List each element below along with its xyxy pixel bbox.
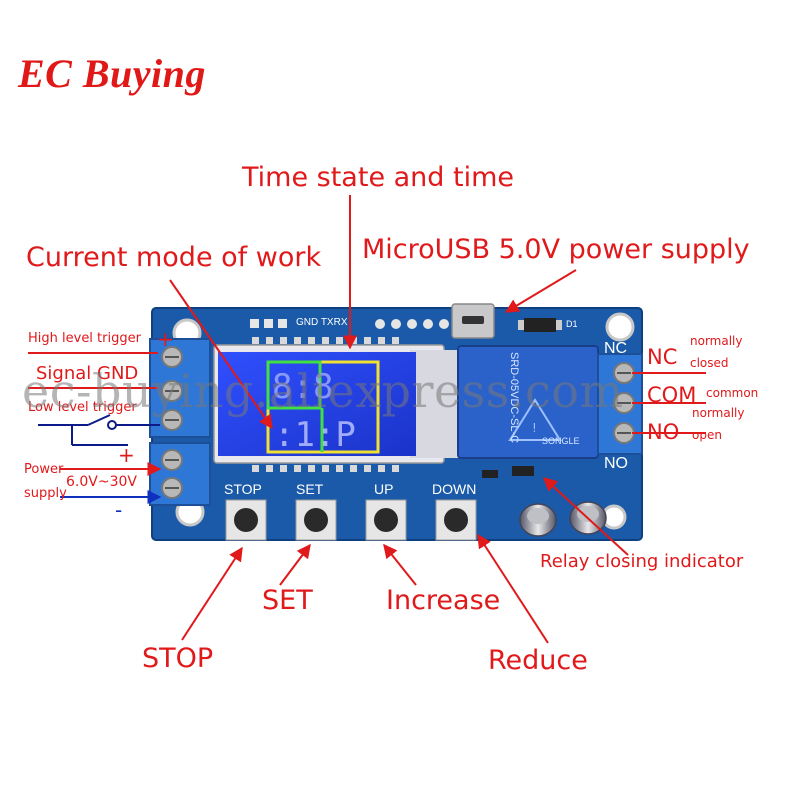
- svg-text:!: !: [532, 421, 537, 435]
- pcb-nc-label: NC: [604, 340, 628, 357]
- pcb-set-label: SET: [296, 481, 324, 497]
- power-terminal-block: [149, 442, 211, 506]
- header-pins: [250, 319, 449, 329]
- pcb-d1-label: D1: [566, 319, 578, 329]
- pcb-no-label: NO: [604, 455, 628, 472]
- right-wiring: [632, 372, 706, 434]
- stop-callout-label: STOP: [142, 643, 214, 674]
- lcd-display: 8:8 :1:P: [213, 344, 470, 464]
- reduce-callout-label: Reduce: [488, 645, 588, 676]
- relay-indicator-label: Relay closing indicator: [540, 551, 744, 572]
- microusb-label: MicroUSB 5.0V power supply: [362, 234, 750, 265]
- up-button-graphic: [365, 499, 407, 541]
- relay-indicator-led: [512, 466, 534, 476]
- low-trigger-label: Low level trigger: [28, 400, 137, 415]
- input-terminal-block: [149, 338, 211, 438]
- brand-logo: EC Buying: [18, 51, 206, 96]
- com-label: COM: [647, 383, 697, 407]
- normally-open-label-2: open: [692, 428, 722, 442]
- high-trigger-plus: +: [157, 327, 174, 351]
- pcb-header-label: GND TXRX: [296, 317, 348, 328]
- high-trigger-label: High level trigger: [28, 331, 141, 346]
- low-trigger-switch-icon: [38, 414, 160, 446]
- svg-text:8:8: 8:8: [272, 367, 333, 407]
- watermark: ec-buying.aliexpress.com: [22, 364, 624, 418]
- normally-closed-label-1: normally: [690, 334, 743, 348]
- nc-label: NC: [647, 345, 678, 369]
- callout-arrows: [169, 195, 629, 644]
- pcb-stop-label: STOP: [224, 481, 262, 497]
- stop-button-graphic: [225, 499, 267, 541]
- normally-open-label-1: normally: [692, 406, 745, 420]
- svg-text::1:P: :1:P: [274, 415, 356, 455]
- set-callout-label: SET: [262, 585, 313, 616]
- relay-brand-label: SONGLE: [542, 436, 580, 446]
- current-mode-label: Current mode of work: [26, 242, 322, 273]
- normally-closed-label-2: closed: [690, 356, 729, 370]
- capacitor: [519, 503, 557, 537]
- signal-gnd-label: Signal GND: [36, 363, 139, 384]
- no-label: NO: [647, 420, 680, 444]
- left-wiring: [28, 352, 162, 476]
- power-minus: -: [115, 498, 123, 522]
- down-button-graphic: [435, 499, 477, 541]
- common-label: common: [706, 386, 759, 400]
- voltage-label: 6.0V~30V: [66, 474, 137, 490]
- pcb-down-label: DOWN: [432, 481, 477, 497]
- mounting-hole: [605, 312, 635, 342]
- increase-callout-label: Increase: [386, 585, 501, 616]
- time-state-label: Time state and time: [242, 162, 515, 193]
- low-trigger-plus: +: [118, 443, 135, 467]
- diode-d1: [524, 318, 556, 332]
- set-button-graphic: [295, 499, 337, 541]
- supply-label: supply: [24, 486, 67, 501]
- power-label: Power: [24, 462, 64, 477]
- pcb-up-label: UP: [374, 481, 394, 497]
